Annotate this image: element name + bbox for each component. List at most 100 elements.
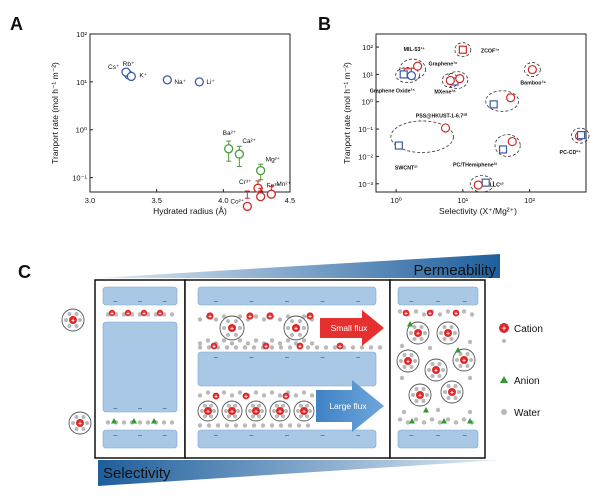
legend-label: Cation <box>514 324 543 335</box>
panel-a-point-label: K⁺ <box>139 72 147 79</box>
water-molecule <box>238 326 242 330</box>
water-molecule <box>301 390 307 395</box>
panel-b-point-label: SWCNT²¹ <box>395 166 418 172</box>
cation: + <box>336 342 344 350</box>
water-molecule <box>237 390 243 395</box>
cation-plus-sign: + <box>462 357 466 364</box>
cation-plus-sign: + <box>212 343 216 350</box>
panel-b-point-square <box>489 100 498 109</box>
water-molecule <box>229 393 235 398</box>
water-molecule <box>402 365 407 370</box>
water-molecule <box>412 337 417 342</box>
panel-a-ylabel: Tranport rate (mol h⁻¹ m⁻²) <box>50 62 60 164</box>
panel-b-point-label: Bamboo¹⁹ <box>520 81 546 87</box>
panel-a-point <box>242 201 252 212</box>
channel-particles: ++++++++++++++++++++++++++++++++++ <box>61 308 476 435</box>
panel-a-point-label: Cs⁺ <box>108 64 120 71</box>
water-molecule <box>413 359 417 363</box>
water-molecule <box>419 337 424 342</box>
panel-b-point-circle <box>473 180 483 190</box>
panel-a-point <box>162 75 172 85</box>
water-molecule <box>455 358 459 362</box>
legend-cation-plus: + <box>502 326 506 333</box>
water-molecule <box>253 390 259 395</box>
cation-ball <box>448 388 456 396</box>
cation-ball <box>414 329 422 337</box>
water-molecule <box>437 312 443 317</box>
water-molecule <box>197 341 203 346</box>
panel-b-point-label: ZCOF¹⁷ <box>481 49 499 55</box>
water-molecule <box>285 338 291 343</box>
water-molecule <box>242 423 248 428</box>
water-molecule <box>411 393 415 397</box>
cation-plus-sign: + <box>418 392 422 399</box>
water-molecule <box>442 324 447 329</box>
cation-plus-sign: + <box>110 310 114 317</box>
panel-a-point-label: Rb⁺ <box>123 61 135 68</box>
surface-charge-sign: – <box>409 432 413 439</box>
water-molecule <box>430 361 435 366</box>
panel-a-point-label: Li⁺ <box>206 79 215 86</box>
cation-plus-sign: + <box>294 325 298 332</box>
cation-ball <box>262 342 270 350</box>
water-molecule <box>441 368 445 372</box>
water-molecule <box>248 409 252 413</box>
water-molecule <box>446 383 451 388</box>
panel-a-point <box>224 144 234 154</box>
cation-ball <box>296 342 304 350</box>
water-molecule <box>251 345 257 350</box>
cation-ball <box>124 309 132 317</box>
selectivity-wedge <box>98 460 500 486</box>
cation-plus-sign: + <box>142 310 146 317</box>
large-flux-arrow-shape <box>316 380 384 432</box>
water-molecule <box>465 364 470 369</box>
panel-c-letter: C <box>18 262 31 282</box>
cation: + <box>210 342 218 350</box>
cation-plus-sign: + <box>230 408 234 415</box>
surface-charge-sign: – <box>163 405 167 412</box>
panel-a-point-label: Cr³⁺ <box>239 179 252 186</box>
cation: + <box>252 407 260 415</box>
cation: + <box>228 407 236 415</box>
water-molecule <box>281 414 285 419</box>
water-molecule <box>296 409 300 413</box>
panel-a-point <box>256 191 266 202</box>
water-molecule <box>430 374 435 379</box>
water-molecule <box>405 420 411 425</box>
water-molecule <box>200 409 204 413</box>
water-molecule <box>421 420 427 425</box>
water-molecule <box>209 414 213 419</box>
cation-ball <box>444 329 452 337</box>
cation: + <box>206 312 214 320</box>
water-molecule <box>121 420 127 425</box>
water-molecule <box>237 314 243 319</box>
surface-charge-sign: – <box>463 432 467 439</box>
water-molecule <box>469 312 475 317</box>
water-molecule <box>293 393 299 398</box>
cation-ball <box>452 309 460 317</box>
cation: + <box>156 309 164 317</box>
panel-b-point-label: MIL-53¹⁴ <box>404 47 426 53</box>
panel-b-group-ellipse <box>390 120 454 153</box>
water-molecule <box>425 393 429 397</box>
water-molecule <box>85 421 89 425</box>
water-molecule <box>437 420 443 425</box>
water-molecule <box>299 414 303 419</box>
water-molecule <box>275 403 279 408</box>
cation-plus-sign: + <box>268 313 272 320</box>
water-molecule <box>67 324 72 329</box>
panel-b-group-ellipse <box>523 62 541 77</box>
cation-ball <box>140 309 148 317</box>
water-molecule <box>296 423 302 428</box>
cation-plus-sign: + <box>308 313 312 320</box>
water-molecule <box>467 339 473 345</box>
panel-b-group-ellipse <box>571 127 590 144</box>
channel-wall-slab <box>102 321 178 413</box>
anion <box>409 418 415 424</box>
water-molecule <box>453 420 459 425</box>
small-flux-arrow: Small flux <box>320 310 384 346</box>
water-molecule <box>442 337 447 342</box>
cation: + <box>108 309 116 317</box>
panel-b-point-circle <box>455 74 465 84</box>
